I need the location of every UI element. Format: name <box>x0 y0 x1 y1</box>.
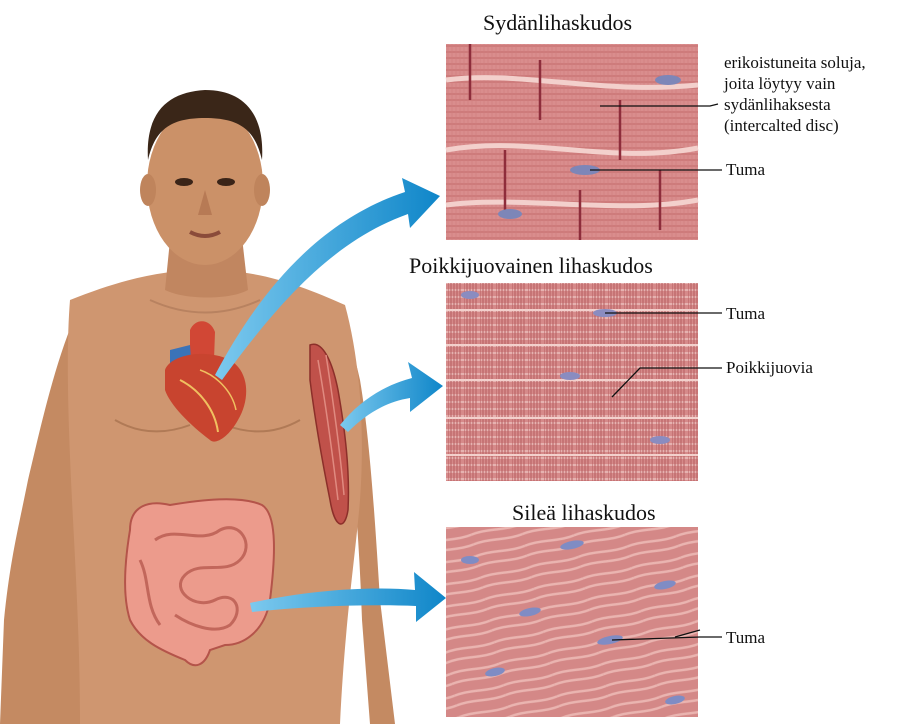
eye-left <box>175 178 193 186</box>
smooth-tissue-image <box>446 527 698 717</box>
label-nucleus-skeletal: Tuma <box>726 303 765 324</box>
title-smooth: Sileä lihaskudos <box>512 500 656 526</box>
title-skeletal: Poikkijuovainen lihaskudos <box>409 253 653 279</box>
title-cardiac: Sydänlihaskudos <box>483 10 632 36</box>
label-nucleus-smooth: Tuma <box>726 627 765 648</box>
cardiac-tissue-image <box>446 44 698 240</box>
label-striations: Poikkijuovia <box>726 357 813 378</box>
label-nucleus-cardiac: Tuma <box>726 159 765 180</box>
label-intercalated-disc: erikoistuneita soluja, joita löytyy vain… <box>724 52 866 136</box>
torso <box>68 270 362 724</box>
eye-right <box>217 178 235 186</box>
ear-left <box>140 174 156 206</box>
ear-right <box>254 174 270 206</box>
